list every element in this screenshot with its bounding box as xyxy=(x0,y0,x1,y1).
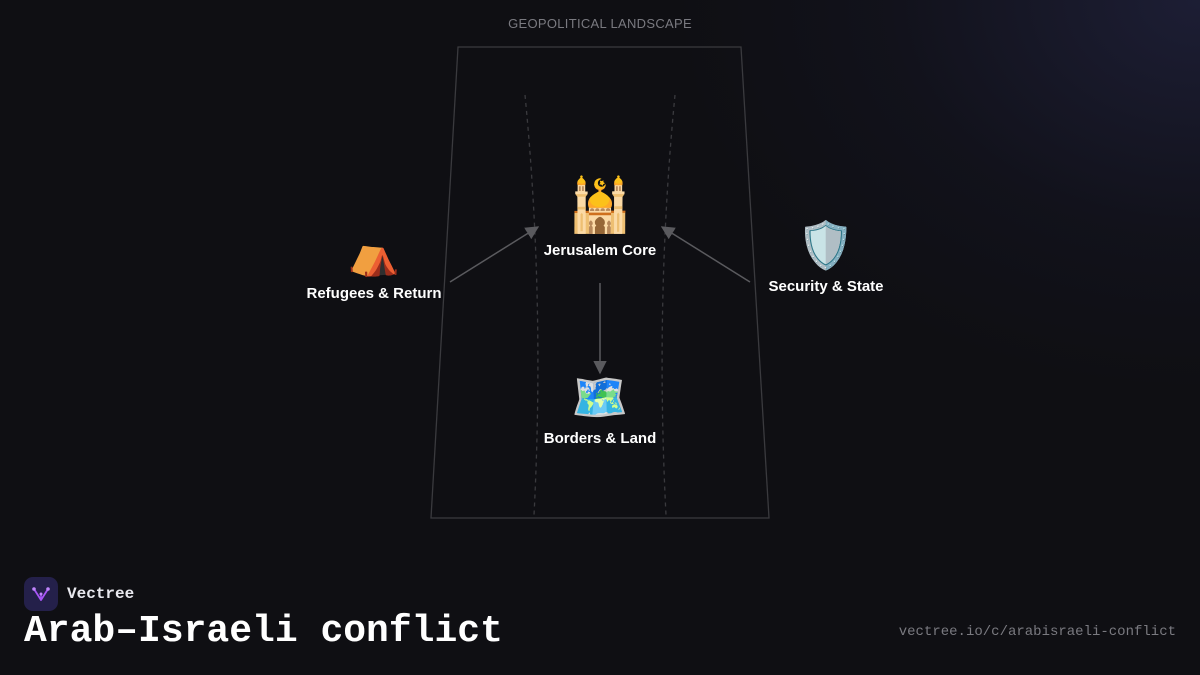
node-label-refugees: Refugees & Return xyxy=(306,285,442,302)
shield-icon: 🛡️ xyxy=(797,218,855,272)
dashed-divider-right xyxy=(661,94,676,516)
page-title: Arab–Israeli conflict xyxy=(24,610,503,653)
arrow-refugees-to-jerusalem xyxy=(449,226,540,283)
arrow-security-to-jerusalem xyxy=(660,226,751,283)
brand[interactable]: Vectree xyxy=(24,577,134,611)
node-refugees-return[interactable]: ⛺ Refugees & Return xyxy=(284,229,464,303)
brand-name: Vectree xyxy=(67,585,135,603)
node-label-borders: Borders & Land xyxy=(543,430,657,447)
node-borders-land[interactable]: 🗺️ Borders & Land xyxy=(510,374,690,447)
node-label-jerusalem: Jerusalem Core xyxy=(543,242,657,259)
tent-icon: ⛺ xyxy=(347,229,401,278)
diagram-header: GEOPOLITICAL LANDSCAPE xyxy=(508,16,692,31)
vectree-logo-icon xyxy=(24,577,58,611)
node-jerusalem-core[interactable]: 🕌 Jerusalem Core xyxy=(510,180,690,259)
dashed-divider-left xyxy=(524,94,539,516)
landscape-frame xyxy=(430,46,770,519)
node-label-security: Security & State xyxy=(768,278,884,295)
mosque-icon: 🕌 xyxy=(567,176,633,236)
source-url[interactable]: vectree.io/c/arabisraeli-conflict xyxy=(898,624,1176,640)
node-security-state[interactable]: 🛡️ Security & State xyxy=(736,222,916,295)
world-map-icon: 🗺️ xyxy=(571,370,629,424)
